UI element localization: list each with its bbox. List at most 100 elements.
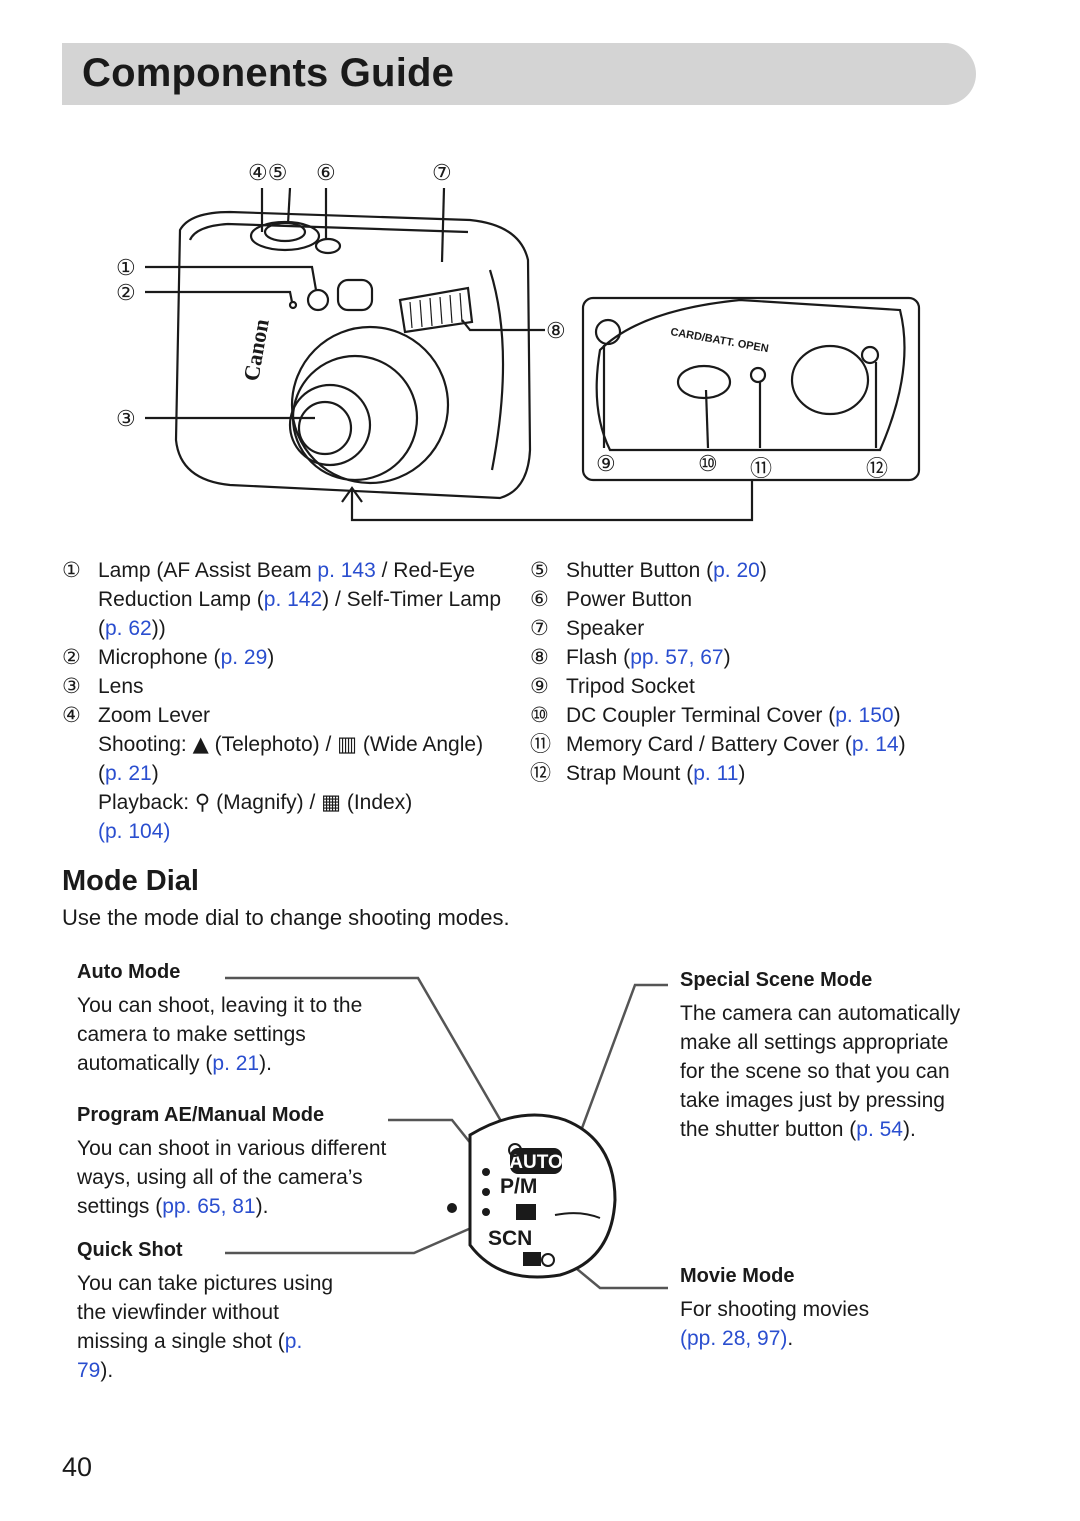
dial-outline xyxy=(468,1113,617,1279)
part-label: Flash ( xyxy=(566,646,631,669)
part-item: ⑥ Power Button xyxy=(530,585,970,614)
program-mode-end: ). xyxy=(255,1195,269,1218)
part-item: ⑪ Memory Card / Battery Cover (p. 14) xyxy=(530,730,970,759)
movie-mode-block: Movie Mode For shooting movies (pp. 28, … xyxy=(680,1262,970,1353)
dc-coupler-cover xyxy=(676,364,732,400)
quick-shot-title: Quick Shot xyxy=(77,1239,183,1261)
callout-10: ⑩ xyxy=(698,451,718,476)
camera-body xyxy=(174,210,532,500)
part-item: ⑫ Strap Mount (p. 11) xyxy=(530,759,970,788)
part-label: / Red-Eye Reduction Lamp ( xyxy=(98,559,476,611)
flash xyxy=(398,286,474,334)
page-number: 40 xyxy=(62,1452,93,1482)
page-link[interactable]: (p. 104) xyxy=(98,820,171,843)
telephoto-label: (Telephoto) / xyxy=(214,733,338,756)
part-number: ⑩ xyxy=(530,704,549,727)
part-item: ⑧ Flash (pp. 57, 67) xyxy=(530,643,970,672)
camera-diagram: Canon CARD/BATT. OPEN xyxy=(145,187,921,522)
page-link[interactable]: p. 11 xyxy=(693,762,739,785)
part-number: ⑦ xyxy=(530,617,549,640)
part-text: Microphone (p. 29) xyxy=(98,643,502,672)
page-title: Components Guide xyxy=(82,51,455,95)
movie-mode-end: . xyxy=(787,1327,794,1350)
part-number: ⑪ xyxy=(530,733,551,756)
auto-mode-block: Auto Mode You can shoot, leaving it to t… xyxy=(77,958,407,1078)
page-link[interactable]: p. 54 xyxy=(856,1118,903,1141)
page-link[interactable]: p. 21 xyxy=(212,1052,260,1075)
page-link[interactable]: (pp. 28, 97) xyxy=(680,1327,788,1350)
part-number: ③ xyxy=(62,675,81,698)
movie-mode-title: Movie Mode xyxy=(680,1265,795,1287)
scene-mode-end: ). xyxy=(903,1118,916,1141)
page-link[interactable]: p. 14 xyxy=(851,733,899,756)
part-label: )) xyxy=(151,617,166,640)
scene-mode-text: The camera can automatically make all se… xyxy=(680,1002,961,1141)
part-number: ⑧ xyxy=(530,646,549,669)
page-link[interactable]: p. 143 xyxy=(317,559,376,582)
page-link[interactable]: p. 79 xyxy=(77,1330,303,1382)
page-link[interactable]: p. 62 xyxy=(105,617,152,640)
part-number: ⑨ xyxy=(530,675,549,698)
callout-11: ⑪ xyxy=(750,456,773,481)
part-label: Memory Card / Battery Cover ( xyxy=(566,733,852,756)
program-mode-block: Program AE/Manual Mode You can shoot in … xyxy=(77,1101,417,1221)
page-link[interactable]: pp. 65, 81 xyxy=(162,1195,256,1218)
part-text: Lamp (AF Assist Beam p. 143 / Red-Eye Re… xyxy=(98,556,502,643)
part-label: ) xyxy=(898,733,906,756)
callout-7: ⑦ xyxy=(432,160,452,185)
auto-mode-title: Auto Mode xyxy=(77,961,181,983)
lamp xyxy=(306,288,330,312)
program-mode-title: Program AE/Manual Mode xyxy=(77,1104,325,1126)
part-label: Speaker xyxy=(566,617,645,640)
part-item: ⑤ Shutter Button (p. 20) xyxy=(530,556,970,585)
tripod-socket xyxy=(594,318,622,346)
part-label: DC Coupler Terminal Cover ( xyxy=(566,704,836,727)
quick-shot-text: You can take pictures using the viewfind… xyxy=(77,1272,334,1353)
callout-2: ② xyxy=(116,280,136,305)
part-label: Power Button xyxy=(566,588,693,611)
zoom-lever-detail: Shooting: ▲ (Telephoto) / ▥ (Wide Angle)… xyxy=(62,730,502,846)
auto-mode-text: You can shoot, leaving it to the camera … xyxy=(77,994,363,1075)
dial-pm-label: P/M xyxy=(500,1175,537,1198)
part-number: ⑥ xyxy=(530,588,549,611)
page-link[interactable]: pp. 57, 67 xyxy=(630,646,724,669)
wide-label: (Wide Angle) ( xyxy=(98,733,484,785)
shutter-button xyxy=(263,221,307,243)
part-label: ) / Self-Timer Lamp ( xyxy=(98,588,502,640)
page-link[interactable]: p. 142 xyxy=(263,588,323,611)
page-link[interactable]: p. 29 xyxy=(220,646,268,669)
index-label: (Index) xyxy=(346,791,413,814)
part-label: Tripod Socket xyxy=(566,675,695,698)
microphone xyxy=(288,300,298,310)
telephoto-icon: ▲ xyxy=(192,732,209,756)
magnify-icon: ⚲ xyxy=(194,790,211,814)
callout-6: ⑥ xyxy=(316,160,336,185)
part-item: ① Lamp (AF Assist Beam p. 143 / Red-Eye … xyxy=(62,556,502,643)
movie-icon xyxy=(523,1252,541,1266)
part-label: Zoom Lever xyxy=(98,704,211,727)
movie-mode-text: For shooting movies xyxy=(680,1298,870,1321)
page-link[interactable]: p. 150 xyxy=(835,704,894,727)
part-item: ④ Zoom Lever xyxy=(62,701,502,730)
mode-dial-heading: Mode Dial xyxy=(62,865,199,897)
part-label: Lamp (AF Assist Beam xyxy=(98,559,318,582)
page-link[interactable]: p. 20 xyxy=(713,559,760,582)
mode-dial-diagram: AUTO P/M SCN xyxy=(225,976,668,1290)
part-label: Microphone ( xyxy=(98,646,221,669)
page-link[interactable]: p. 21 xyxy=(105,762,152,785)
part-number: ④ xyxy=(62,704,81,727)
part-item: ② Microphone (p. 29) xyxy=(62,643,502,672)
program-mode-text: You can shoot in various different ways,… xyxy=(77,1137,387,1218)
quick-shot-end: ). xyxy=(100,1359,114,1382)
scene-mode-block: Special Scene Mode The camera can automa… xyxy=(680,966,970,1144)
scene-mode-title: Special Scene Mode xyxy=(680,969,873,991)
part-number: ⑤ xyxy=(530,559,549,582)
part-number: ① xyxy=(62,559,81,582)
lens-barrel xyxy=(290,325,450,485)
auto-mode-end: ). xyxy=(259,1052,272,1075)
part-item: ⑦ Speaker xyxy=(530,614,970,643)
wide-end: ) xyxy=(151,762,159,785)
part-label: Lens xyxy=(98,675,144,698)
callout-1: ① xyxy=(116,255,136,280)
playback-label: Playback: xyxy=(98,791,195,814)
